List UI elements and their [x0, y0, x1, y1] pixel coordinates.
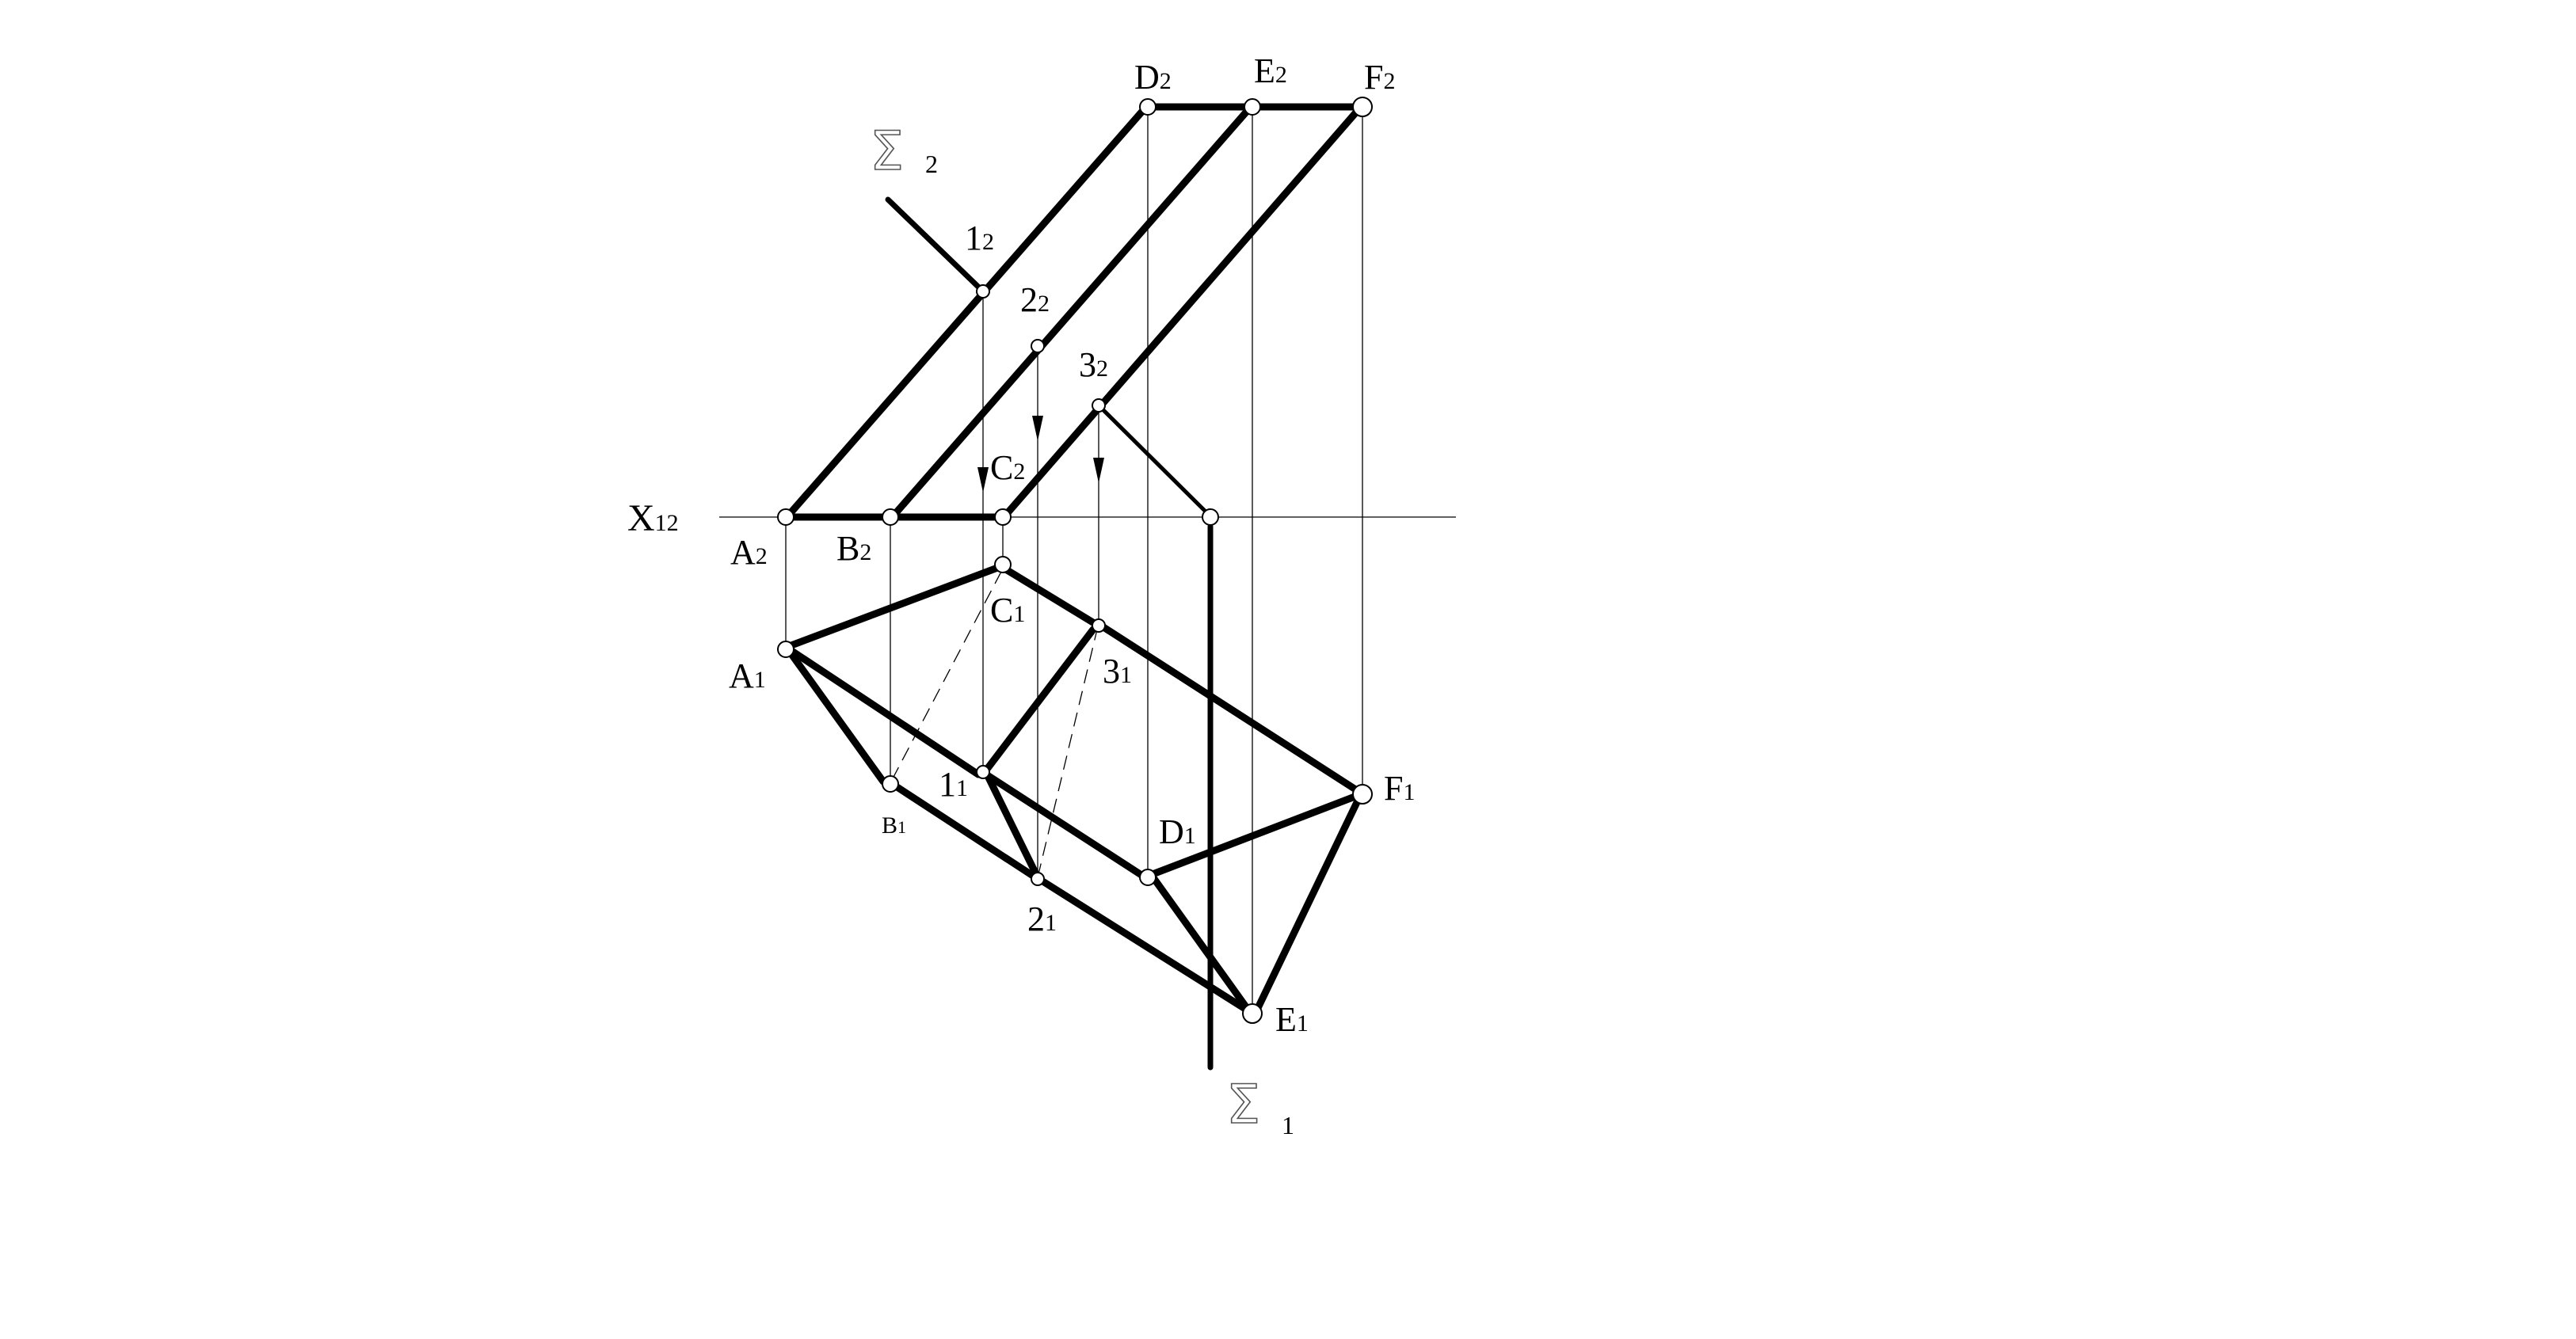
label-C1: C1: [990, 591, 1025, 630]
label-1-2: 12: [965, 219, 994, 257]
sigma-top-sub: 1: [1282, 1111, 1294, 1139]
label-F1: F1: [1384, 769, 1415, 808]
label-E2: E2: [1254, 51, 1287, 90]
label-A2: A2: [730, 533, 768, 572]
axis-x12-label: X12: [627, 497, 679, 539]
hidden-edges: [891, 569, 1098, 878]
sigma-front-sub: 2: [925, 150, 938, 178]
label-D1: D1: [1159, 812, 1196, 851]
sigma-front-trace: [885, 196, 986, 295]
sigma-top-symbol: Σ: [1226, 1074, 1260, 1136]
linkage-lines: [785, 107, 1363, 1014]
label-3-2: 32: [1079, 345, 1108, 384]
label-D2: D2: [1134, 58, 1172, 97]
sigma-front-trace-lower: [1099, 405, 1213, 519]
label-C2: C2: [990, 448, 1025, 487]
label-1-1: 11: [939, 765, 968, 804]
sigma-front-symbol: Σ: [870, 120, 904, 183]
vertex-markers: [777, 97, 1373, 1024]
label-B1: B1: [882, 812, 906, 839]
label-F2: F2: [1364, 58, 1395, 97]
projection-arrows: [977, 416, 1104, 493]
horizontal-projection-prism: [787, 563, 1363, 1014]
label-3-1: 31: [1103, 652, 1132, 690]
label-E1: E1: [1275, 1000, 1309, 1039]
label-A1: A1: [729, 656, 766, 695]
frontal-projection-prism: [785, 103, 1364, 521]
label-2-1: 21: [1027, 900, 1057, 938]
label-2-2: 22: [1020, 280, 1050, 319]
label-B2: B2: [836, 529, 871, 568]
